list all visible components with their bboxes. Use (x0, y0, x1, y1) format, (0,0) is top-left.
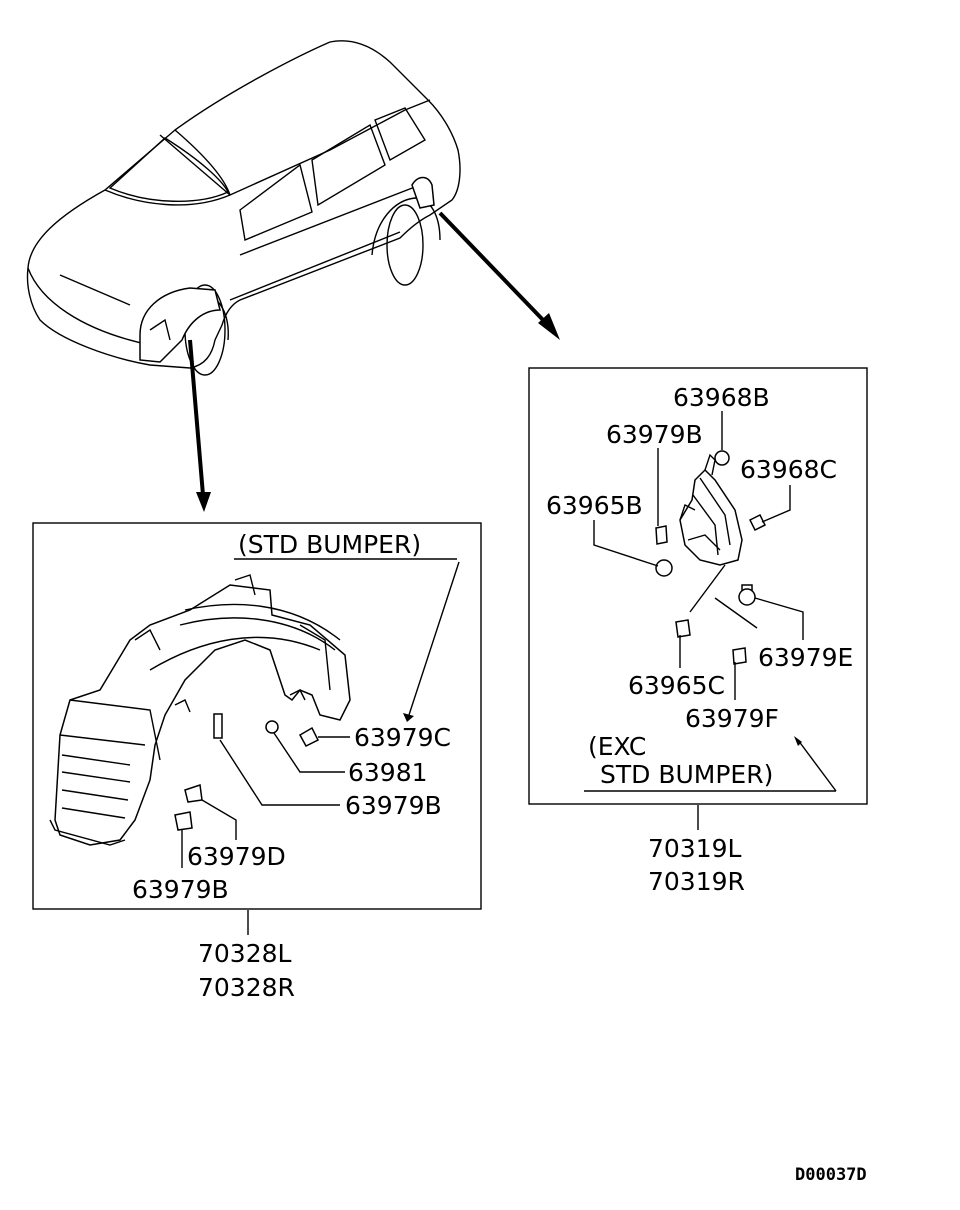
exc-label-line1: (EXC (588, 732, 646, 761)
front-liner-illustration (49, 574, 351, 846)
diagram-id: D00037D (795, 1165, 867, 1185)
part-label-63981: 63981 (348, 758, 428, 787)
assembly-70319r: 70319R (648, 867, 745, 896)
part-label-63979b-lower: 63979B (132, 875, 229, 904)
part-label-63979e: 63979E (758, 643, 853, 672)
part-label-63979b: 63979B (345, 791, 442, 820)
part-label-63979c: 63979C (354, 723, 451, 752)
std-bumper-label: (STD BUMPER) (238, 530, 421, 559)
callout-arrows (188, 211, 560, 512)
part-label-63979d: 63979D (187, 842, 286, 871)
front-wheel-liner-panel: (STD BUMPER) 63979C 63981 63979B 63979D … (32, 522, 482, 1002)
rear-leader-lines (593, 411, 804, 700)
part-label-63965c: 63965C (628, 671, 725, 700)
part-label-63979b-rear: 63979B (606, 420, 703, 449)
vehicle-illustration (26, 40, 461, 376)
rear-fasteners (655, 450, 767, 665)
assembly-70328r: 70328R (198, 973, 295, 1002)
part-label-63979f: 63979F (685, 704, 779, 733)
front-fasteners (174, 713, 320, 831)
rear-liner-illustration (679, 453, 743, 566)
exc-label-line2: STD BUMPER) (600, 760, 773, 789)
rear-wheel-liner-panel: 63968B 63979B 63968C 63965B 63979E 63965… (528, 367, 868, 896)
assembly-70328l: 70328L (198, 939, 292, 968)
front-leader-lines (181, 732, 350, 868)
part-label-63965b: 63965B (546, 491, 643, 520)
part-label-63968c: 63968C (740, 455, 837, 484)
part-label-63968b: 63968B (673, 383, 770, 412)
assembly-70319l: 70319L (648, 834, 742, 863)
